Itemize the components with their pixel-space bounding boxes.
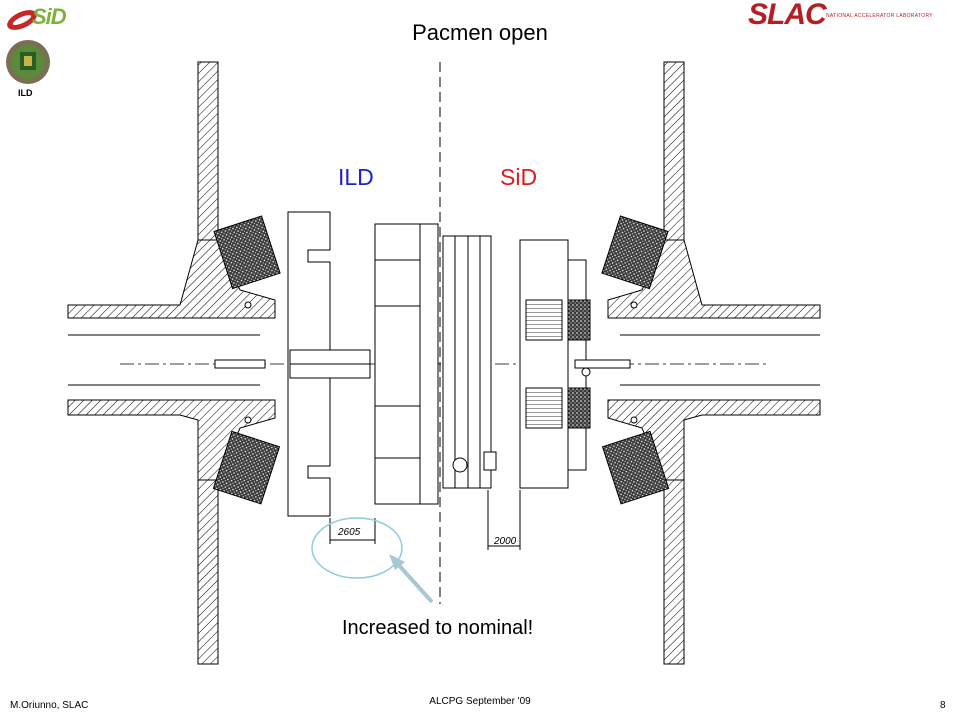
dimension-left-value: 2605 bbox=[338, 527, 361, 538]
ild-endcap bbox=[214, 211, 439, 517]
label-sid: SiD bbox=[500, 164, 538, 190]
sid-endcap bbox=[442, 235, 631, 489]
label-ild: ILD bbox=[338, 164, 374, 190]
slac-logo: SLAC bbox=[748, 0, 827, 31]
dimension-left bbox=[329, 518, 376, 544]
left-pacman bbox=[212, 215, 281, 505]
right-pacman bbox=[601, 215, 670, 505]
dimension-right-value: 2000 bbox=[494, 536, 517, 547]
callout-arrow bbox=[389, 554, 434, 604]
dimension-right bbox=[487, 490, 521, 550]
page-number: 8 bbox=[940, 700, 946, 711]
right-wall bbox=[607, 61, 821, 665]
footer-author: M.Oriunno, SLAC bbox=[10, 700, 89, 711]
sid-logo-text: SiD bbox=[32, 4, 67, 29]
sid-logo bbox=[7, 10, 37, 30]
slac-logo-subtitle: NATIONAL ACCELERATOR LABORATORY bbox=[826, 13, 933, 19]
ild-logo-caption: ILD bbox=[18, 88, 33, 98]
callout-text: Increased to nominal! bbox=[342, 617, 534, 639]
footer-event: ALCPG September '09 bbox=[429, 696, 531, 707]
ild-logo bbox=[6, 40, 50, 84]
slide-title: Pacmen open bbox=[412, 20, 548, 45]
callout-circle bbox=[311, 517, 403, 579]
